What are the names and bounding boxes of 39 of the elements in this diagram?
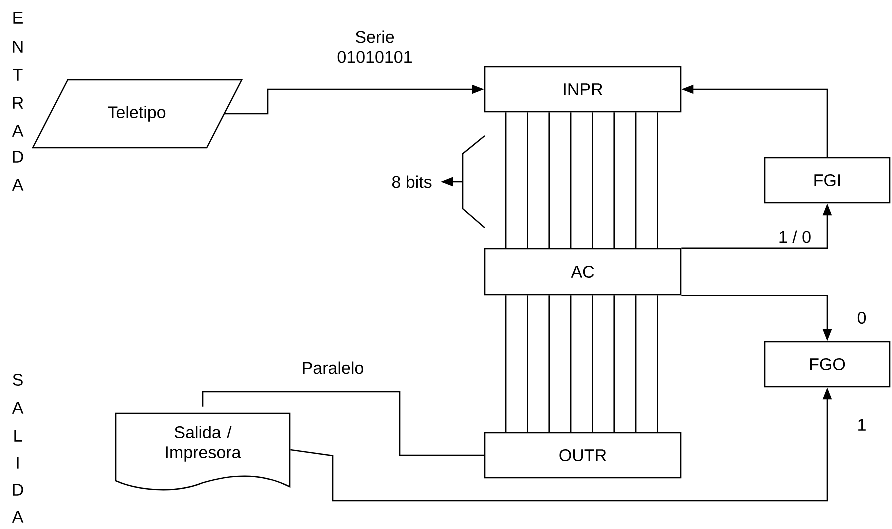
bus-line [527,296,528,432]
edge-label: 1 / 0 [777,230,813,244]
vertical-letter: A [12,179,24,191]
bus-line [657,296,658,432]
vertical-letter: I [17,457,19,469]
connector-line [202,391,484,456]
vertical-letter: N [13,41,23,53]
edge-label: 1 [856,418,868,432]
bus-line [548,112,550,248]
vertical-letter: D [13,151,24,163]
bus-line [614,112,615,248]
vertical-letter: S [13,374,23,386]
register-box: FGO [764,341,891,388]
bus-line [592,296,594,432]
register-box: FGI [764,157,891,204]
bus-line [570,296,572,432]
edge-label: 0 [856,310,868,325]
bus-line [505,112,507,248]
vertical-letter: A [12,511,24,523]
vertical-letter: L [14,430,22,442]
edge-label: Paralelo [300,360,366,376]
register-box: OUTR [484,432,682,479]
bus-line [548,296,550,432]
bus-line [505,296,507,432]
bus-line [570,112,572,248]
bus-line [635,296,637,432]
bus-line [614,296,615,432]
vertical-letter: A [12,402,24,414]
bus-line [657,112,658,248]
edge-label: Serie 01010101 [329,30,421,64]
vertical-letter: D [13,484,24,496]
vertical-letter: E [14,12,23,24]
bus-line [527,112,528,248]
register-box: AC [484,248,682,296]
bus-line [635,112,637,248]
register-box: INPR [484,66,682,113]
bus-line [592,112,594,248]
vertical-letter: T [13,69,23,81]
bus-width-label: 8 bits [392,176,432,188]
